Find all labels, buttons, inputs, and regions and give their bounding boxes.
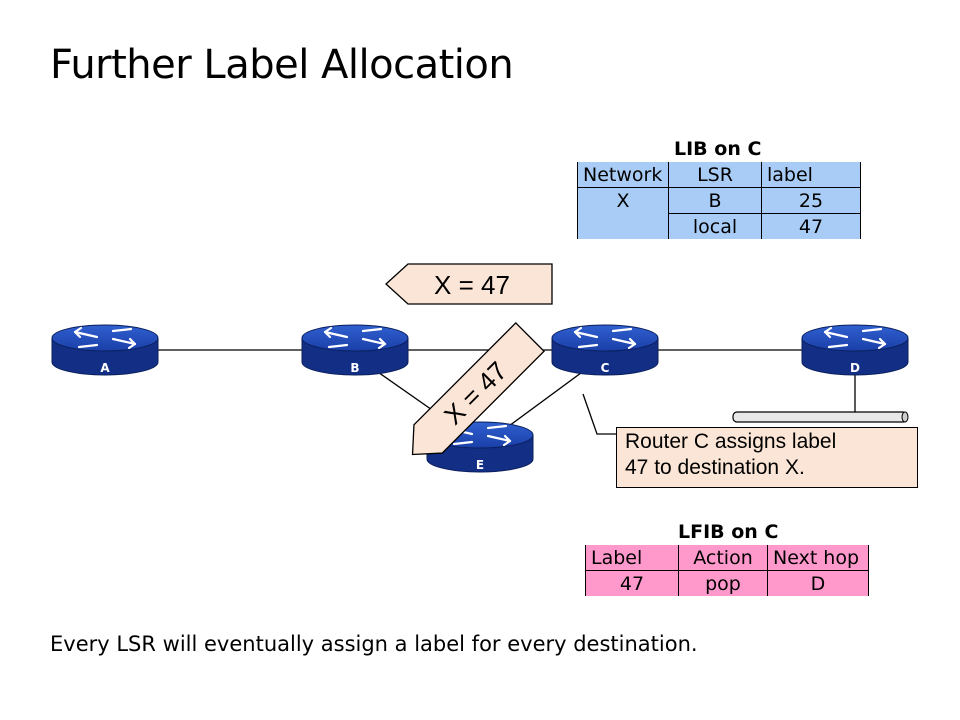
callout-line-1: Router C assigns label: [625, 430, 837, 453]
lfib-table: Label Action Next hop 47 pop D: [585, 545, 869, 596]
left-arrow-shape: [385, 263, 553, 305]
lfib-header-row: Label Action Next hop: [585, 545, 869, 571]
lfib-title: LFIB on C: [678, 521, 779, 543]
lib-header-network: Network: [577, 162, 669, 188]
lfib-header-action: Action: [678, 545, 768, 571]
router-d: D: [800, 323, 910, 377]
router-c: C: [550, 323, 660, 377]
callout-box: Router C assigns label 47 to destination…: [616, 427, 918, 488]
lfib-header-next-hop: Next hop: [767, 545, 869, 571]
table-row: local 47: [577, 213, 861, 239]
router-e: E: [425, 420, 535, 474]
lib-header-row: Network LSR label: [577, 162, 861, 188]
lib-table: Network LSR label X B 25 local 47: [577, 162, 861, 239]
table-row: 47 pop D: [585, 570, 869, 596]
router-d-label: D: [850, 361, 860, 375]
router-a-label: A: [100, 361, 110, 375]
label-message-to-b: X = 47: [385, 263, 553, 305]
router-a: A: [50, 323, 160, 377]
router-b: B: [300, 323, 410, 377]
router-e-label: E: [476, 458, 484, 472]
router-c-label: C: [601, 361, 610, 375]
footer-text: Every LSR will eventually assign a label…: [50, 632, 698, 656]
lfib-cell-next-hop: D: [767, 570, 869, 596]
lib-title: LIB on C: [674, 138, 762, 160]
lib-header-label: label: [761, 162, 861, 188]
callout-connector: [582, 393, 616, 435]
lib-cell-network: [577, 213, 669, 239]
table-row: X B 25: [577, 187, 861, 214]
callout-line-2: 47 to destination X.: [625, 456, 805, 479]
lib-cell-network: X: [577, 187, 669, 214]
lfib-cell-label: 47: [585, 570, 679, 596]
lib-cell-lsr: local: [668, 213, 762, 239]
lib-cell-label: 25: [761, 187, 861, 214]
message-to-b-text: X = 47: [434, 270, 510, 300]
network-x-segment: [732, 411, 909, 423]
lfib-header-label: Label: [585, 545, 679, 571]
slide-title: Further Label Allocation: [50, 42, 514, 88]
diagonal-arrow-shape: [411, 322, 545, 456]
router-b-label: B: [350, 361, 359, 375]
lib-cell-label: 47: [761, 213, 861, 239]
lfib-cell-action: pop: [678, 570, 768, 596]
